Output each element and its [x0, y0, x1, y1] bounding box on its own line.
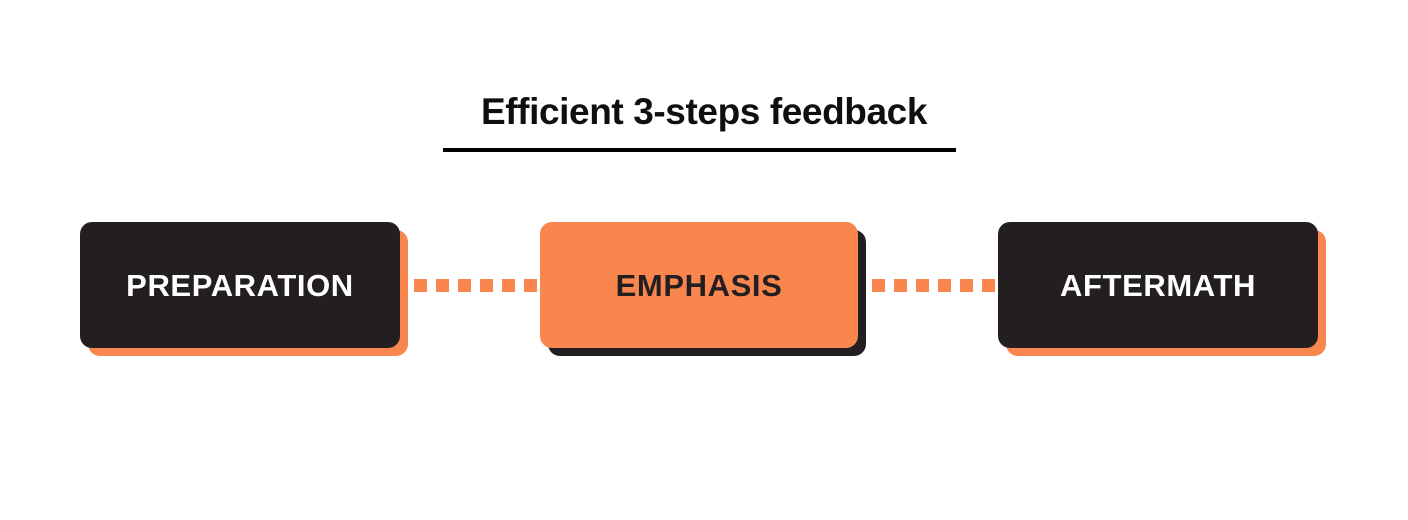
dash-segment	[938, 278, 951, 292]
process-step-emphasis[interactable]: EMPHASIS	[540, 222, 866, 356]
step-face: EMPHASIS	[540, 222, 858, 348]
dash-segment	[524, 278, 537, 292]
dash-segment	[872, 278, 885, 292]
dash-segment	[894, 278, 907, 292]
page-title: Efficient 3-steps feedback	[480, 91, 928, 132]
dash-segment	[480, 278, 493, 292]
dash-segment	[414, 278, 427, 292]
process-step-aftermath[interactable]: AFTERMATH	[998, 222, 1326, 356]
step-face: AFTERMATH	[998, 222, 1318, 348]
dash-segment	[458, 278, 471, 292]
connector-preparation-to-emphasis	[414, 272, 568, 298]
dash-segment	[960, 278, 973, 292]
dash-segment	[916, 278, 929, 292]
step-face: PREPARATION	[80, 222, 400, 348]
connector-emphasis-to-aftermath	[872, 272, 1026, 298]
process-flow: PREPARATION EMPHASIS	[0, 222, 1408, 357]
step-label-preparation: PREPARATION	[126, 267, 354, 303]
step-label-emphasis: EMPHASIS	[615, 267, 783, 303]
dash-segment	[502, 278, 515, 292]
title-underline	[443, 148, 956, 152]
process-step-preparation[interactable]: PREPARATION	[80, 222, 408, 356]
dash-segment	[436, 278, 449, 292]
dash-segment	[982, 278, 995, 292]
step-label-aftermath: AFTERMATH	[1060, 267, 1256, 303]
title-block: Efficient 3-steps feedback	[0, 91, 1408, 152]
